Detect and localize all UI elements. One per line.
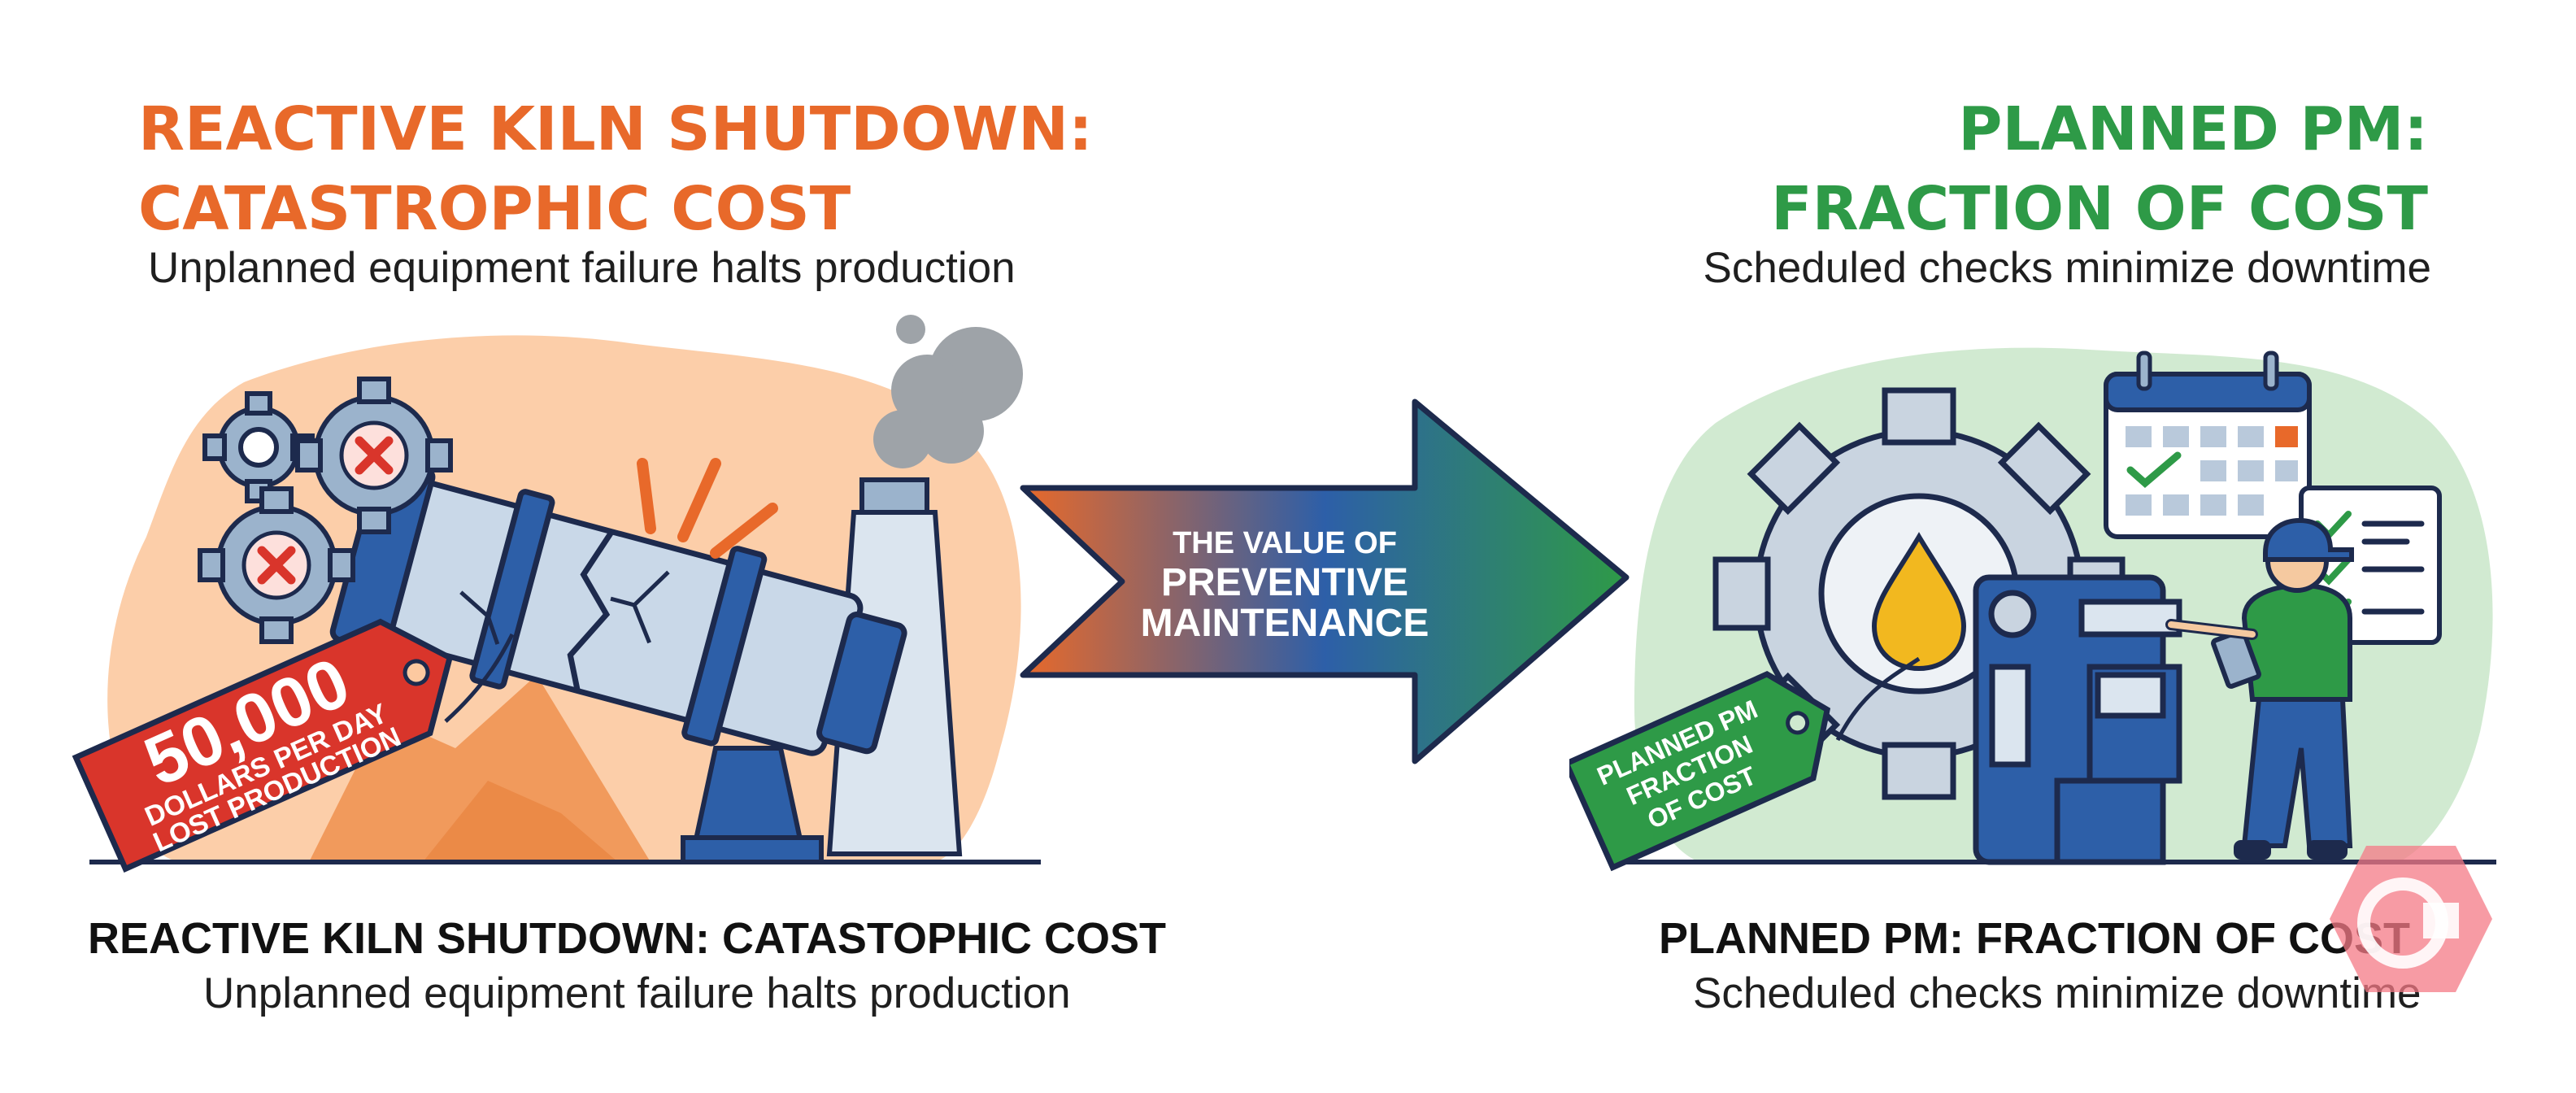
worker-icon <box>2165 517 2354 860</box>
left-caption: REACTIVE KILN SHUTDOWN: CATASTOPHIC COST <box>88 914 1166 963</box>
gear-icon <box>295 377 453 534</box>
gear-icon <box>198 486 355 644</box>
watermark-icon <box>2330 846 2492 992</box>
right-illustration: PLANNED PM FRACTION OF COST <box>1569 347 2496 872</box>
arrow-line3: MAINTENANCE <box>1141 602 1429 645</box>
arrow-icon: THE VALUE OF PREVENTIVE MAINTENANCE <box>1020 398 1630 764</box>
smoke-icon <box>873 315 1023 468</box>
arrow-line2: PREVENTIVE <box>1161 561 1408 604</box>
left-caption-sub: Unplanned equipment failure halts produc… <box>203 969 1071 1017</box>
x-mark-icon <box>257 546 296 585</box>
calendar-icon <box>2104 351 2312 539</box>
left-title: REACTIVE KILN SHUTDOWN: CATASTROPHIC COS… <box>138 89 1114 249</box>
impact-lines <box>637 458 778 559</box>
arrow-line1: THE VALUE OF <box>1173 526 1397 560</box>
chimney <box>826 477 963 856</box>
right-subtitle: Scheduled checks minimize downtime <box>1703 244 2431 292</box>
left-title-line1: REACTIVE KILN SHUTDOWN: <box>138 94 1093 164</box>
price-tag-icon: PLANNED PM FRACTION OF COST <box>1569 671 1831 872</box>
right-title: PLANNED PM: FRACTION OF COST <box>1534 89 2428 249</box>
right-title-line2: FRACTION OF COST <box>1771 174 2428 244</box>
right-caption: PLANNED PM: FRACTION OF COST <box>1659 914 2410 963</box>
left-illustration: 50,000 DOLLARS PER DAY LOST PRODUCTION <box>72 315 1041 873</box>
left-title-line2: CATASTROPHIC COST <box>138 174 851 244</box>
left-subtitle: Unplanned equipment failure halts produc… <box>148 244 1016 292</box>
right-caption-sub: Scheduled checks minimize downtime <box>1693 969 2422 1017</box>
right-title-line1: PLANNED PM: <box>1958 94 2428 164</box>
kiln-icon <box>329 455 907 756</box>
oil-drop-icon <box>1871 532 1967 672</box>
machine-icon <box>1973 574 2182 865</box>
x-mark-icon <box>355 436 394 475</box>
